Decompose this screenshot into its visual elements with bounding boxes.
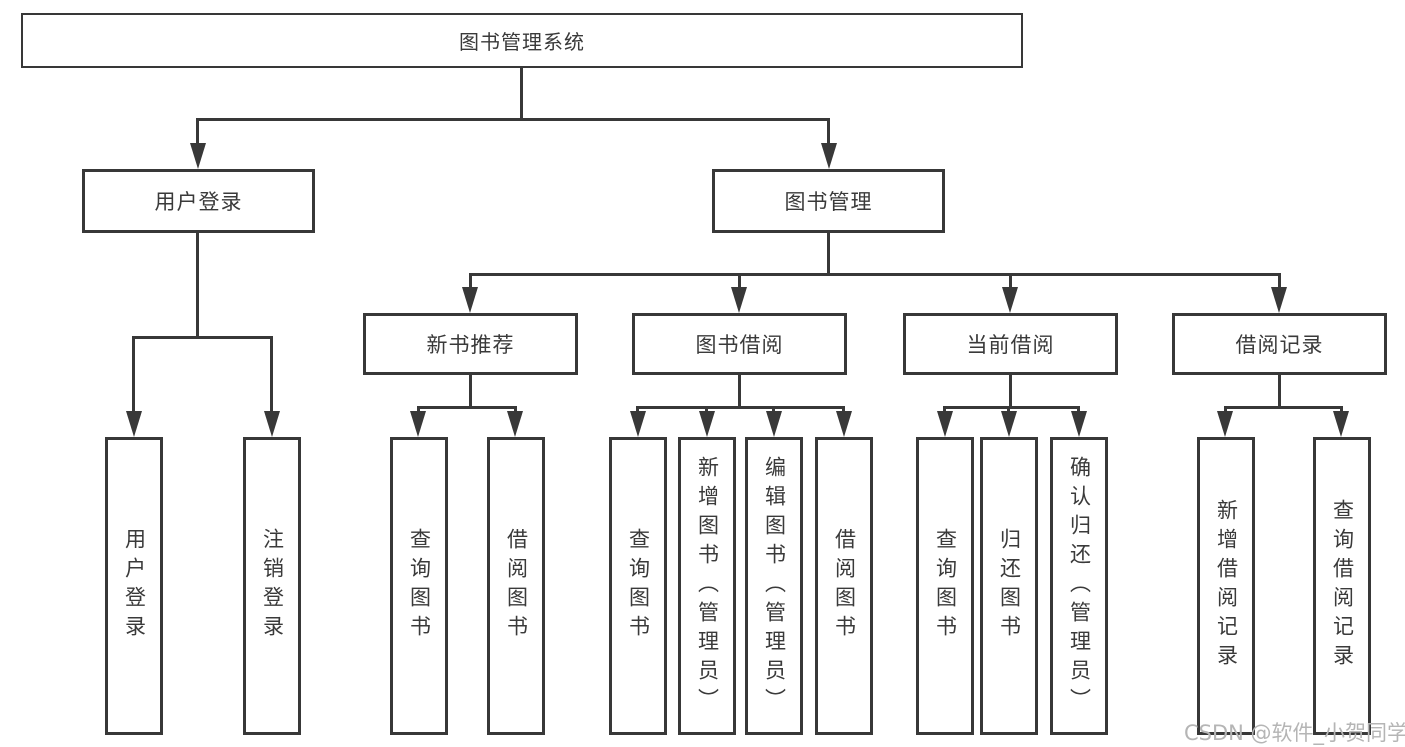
connector-vline (270, 336, 273, 416)
node-book-borrowing: 图书借阅 (632, 313, 847, 375)
leaf-logout: 注销登录 (243, 437, 301, 735)
leaf-label: 注销登录 (260, 528, 285, 644)
leaf-user-login: 用户登录 (105, 437, 163, 735)
arrow-down-icon (630, 411, 646, 437)
arrow-down-icon (1071, 411, 1087, 437)
leaf-label: 借阅图书 (832, 528, 857, 644)
node-borrowing-records: 借阅记录 (1172, 313, 1387, 375)
node-label: 新书推荐 (426, 333, 515, 357)
leaf-query-borrow-record: 查询借阅记录 (1313, 437, 1371, 735)
leaf-label: 编辑图书（管理员） (762, 455, 787, 717)
arrow-down-icon (410, 411, 426, 437)
connector-vline (738, 375, 741, 409)
leaf-query-books-current: 查询图书 (916, 437, 974, 735)
connector-hline (196, 118, 830, 121)
arrow-down-icon (264, 411, 280, 437)
connector-vline (827, 233, 830, 276)
connector-hline (943, 406, 1080, 409)
connector-vline (1009, 375, 1012, 409)
arrow-down-icon (462, 287, 478, 313)
arrow-down-icon (1001, 411, 1017, 437)
connector-hline (469, 273, 1281, 276)
leaf-edit-book-admin: 编辑图书（管理员） (745, 437, 803, 735)
node-library-management-system: 图书管理系统 (21, 13, 1023, 68)
arrow-down-icon (126, 411, 142, 437)
connector-hline (1224, 406, 1343, 409)
node-label: 图书借阅 (695, 333, 784, 357)
node-user-login: 用户登录 (82, 169, 315, 233)
node-label: 当前借阅 (966, 333, 1055, 357)
arrow-down-icon (507, 411, 523, 437)
arrow-down-icon (821, 143, 837, 169)
leaf-label: 查询借阅记录 (1330, 499, 1355, 673)
arrow-down-icon (190, 143, 206, 169)
arrow-down-icon (1217, 411, 1233, 437)
connector-hline (132, 336, 273, 339)
connector-vline (827, 118, 830, 148)
leaf-add-book-admin: 新增图书（管理员） (678, 437, 736, 735)
leaf-label: 确认归还（管理员） (1067, 455, 1092, 717)
arrow-down-icon (699, 411, 715, 437)
connector-vline (1278, 375, 1281, 409)
watermark-text: CSDN @软件_小贺同学 (1184, 721, 1405, 745)
arrow-down-icon (836, 411, 852, 437)
connector-hline (636, 406, 845, 409)
connector-vline (520, 66, 523, 120)
connector-vline (469, 375, 472, 409)
leaf-label: 新增借阅记录 (1214, 499, 1239, 673)
leaf-label: 查询图书 (407, 528, 432, 644)
leaf-borrow-books-borrowing: 借阅图书 (815, 437, 873, 735)
connector-vline (1009, 273, 1012, 293)
node-new-book-recommendation: 新书推荐 (363, 313, 578, 375)
connector-vline (738, 273, 741, 293)
leaf-return-book: 归还图书 (980, 437, 1038, 735)
arrow-down-icon (1271, 287, 1287, 313)
leaf-add-borrow-record: 新增借阅记录 (1197, 437, 1255, 735)
connector-vline (469, 273, 472, 293)
leaf-borrow-books-recommend: 借阅图书 (487, 437, 545, 735)
node-label: 借阅记录 (1235, 333, 1324, 357)
leaf-label: 借阅图书 (504, 528, 529, 644)
leaf-label: 用户登录 (122, 528, 147, 644)
arrow-down-icon (1333, 411, 1349, 437)
node-book-management: 图书管理 (712, 169, 945, 233)
arrow-down-icon (937, 411, 953, 437)
node-label: 图书管理 (784, 190, 873, 214)
leaf-label: 新增图书（管理员） (695, 455, 720, 717)
leaf-label: 查询图书 (933, 528, 958, 644)
connector-vline (196, 118, 199, 148)
leaf-confirm-return-admin: 确认归还（管理员） (1050, 437, 1108, 735)
leaf-label: 归还图书 (997, 528, 1022, 644)
arrow-down-icon (766, 411, 782, 437)
arrow-down-icon (1002, 287, 1018, 313)
leaf-query-books-borrowing: 查询图书 (609, 437, 667, 735)
connector-vline (196, 233, 199, 339)
node-label: 用户登录 (154, 190, 243, 214)
connector-vline (1278, 273, 1281, 293)
connector-vline (132, 336, 135, 416)
arrow-down-icon (731, 287, 747, 313)
node-current-borrowing: 当前借阅 (903, 313, 1118, 375)
node-label: 图书管理系统 (459, 30, 585, 54)
leaf-label: 查询图书 (626, 528, 651, 644)
leaf-query-books-recommend: 查询图书 (390, 437, 448, 735)
connector-hline (417, 406, 517, 409)
